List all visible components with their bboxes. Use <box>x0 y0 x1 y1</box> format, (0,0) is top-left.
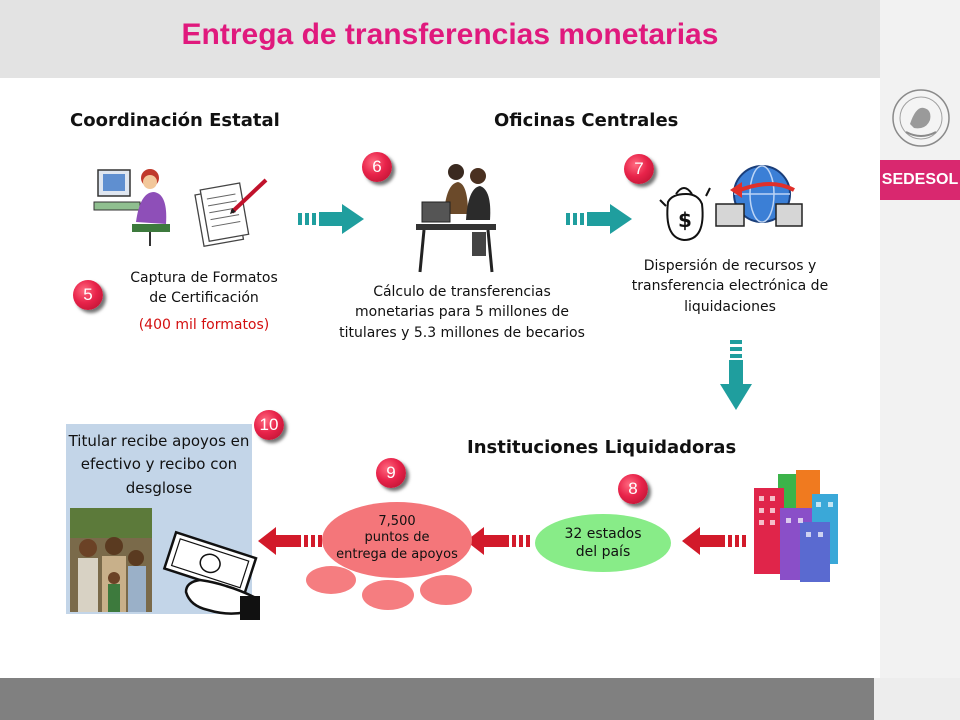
arrow-left-red-icon <box>466 527 530 555</box>
delivery-points-ellipse <box>322 502 472 578</box>
step-6-badge: 6 <box>362 152 392 182</box>
money-bag-icon: $ <box>659 187 711 242</box>
section-coordinacion-estatal: Coordinación Estatal <box>70 110 280 131</box>
arrow-down-teal-icon <box>720 340 752 410</box>
step-7-line-2: transferencia electrónica de <box>631 278 829 295</box>
arrow-left-red-icon <box>682 527 746 555</box>
step-5-highlight: (400 mil formatos) <box>138 316 270 333</box>
buildings-icon <box>754 470 838 582</box>
step-9-badge: 9 <box>376 458 406 488</box>
step-5-caption: Captura de Formatos de Certificación (40… <box>104 268 304 335</box>
states-ellipse <box>535 514 671 572</box>
step-5-badge: 5 <box>73 280 103 310</box>
arrow-right-teal-icon <box>298 204 364 234</box>
national-seal-icon <box>892 89 950 147</box>
step-7-line-1: Dispersión de recursos y <box>643 258 817 274</box>
step-10-line-3: desglose <box>125 478 193 497</box>
computer-operator-icon <box>93 169 170 246</box>
footer-corner <box>874 678 960 720</box>
svg-text:$: $ <box>678 208 692 232</box>
step-10-caption: Titular recibe apoyos en efectivo y reci… <box>66 430 252 500</box>
page-title: Entrega de transferencias monetarias <box>181 18 719 51</box>
section-oficinas-centrales: Oficinas Centrales <box>494 110 679 131</box>
step-10-badge: 10 <box>254 410 284 440</box>
step-7-badge: 7 <box>624 154 654 184</box>
cash-hand-icon <box>162 530 260 620</box>
forms-pen-icon <box>194 178 268 247</box>
delivery-point-small-2 <box>362 580 414 610</box>
arrow-right-teal-icon <box>566 204 632 234</box>
step-7-caption: Dispersión de recursos y transferencia e… <box>610 256 850 317</box>
sedesol-badge: SEDESOL <box>880 160 960 200</box>
step-6-caption: Cálculo de transferencias monetarias par… <box>327 282 597 343</box>
step-6-line-2: monetarias para 5 millones de <box>355 304 569 321</box>
step-5-line-2: de Certificación <box>149 290 259 307</box>
step-8-badge: 8 <box>618 474 648 504</box>
family-photo-icon <box>70 508 152 612</box>
step-6-line-3: titulares y 5.3 millones de becarios <box>339 324 585 341</box>
step-9-line-1: 7,500 <box>378 514 416 529</box>
step-8-line-1: 32 estados <box>564 526 642 542</box>
step-9-line-2: puntos de <box>364 530 430 546</box>
header-bar <box>0 0 880 78</box>
arrow-left-red-icon <box>258 527 322 555</box>
delivery-point-small-3 <box>420 575 472 605</box>
electronic-transfer-icon <box>712 165 804 240</box>
office-team-icon <box>416 164 496 273</box>
step-7-line-3: liquidaciones <box>684 298 776 315</box>
step-6-line-1: Cálculo de transferencias <box>373 284 551 300</box>
step-8-caption: 32 estados del país <box>535 526 671 561</box>
step-9-line-3: entrega de apoyos <box>336 546 458 562</box>
section-instituciones-liquidadoras: Instituciones Liquidadoras <box>467 437 737 458</box>
step-8-line-2: del país <box>575 543 631 560</box>
footer-bar <box>0 678 874 720</box>
step-9-caption: 7,500 puntos de entrega de apoyos <box>322 514 472 563</box>
step-10-line-1: Titular recibe apoyos en <box>68 432 250 450</box>
step-10-line-2: efectivo y recibo con <box>80 455 238 474</box>
delivery-point-small-1 <box>306 566 356 594</box>
step-5-line-1: Captura de Formatos <box>130 270 278 286</box>
